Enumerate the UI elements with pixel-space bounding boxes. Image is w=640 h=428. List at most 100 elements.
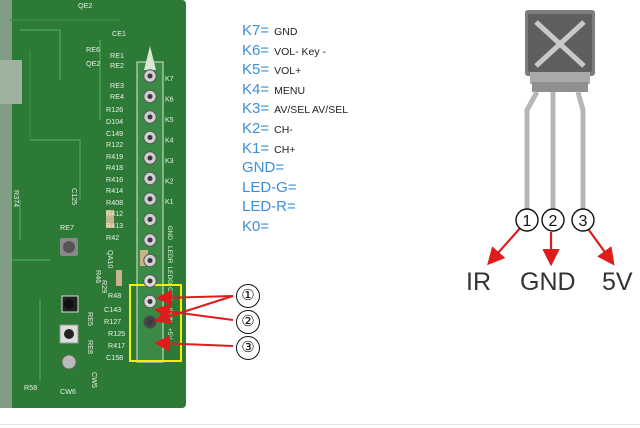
silkscreen-label: R125 (108, 329, 125, 338)
header-pad-hole (147, 176, 153, 181)
silkscreen-label: R127 (104, 317, 121, 326)
silkscreen-label: R374 (12, 190, 21, 207)
silkscreen-label: RE3 (110, 81, 124, 90)
silkscreen-label: C125 (70, 188, 79, 205)
sensor-label-5v: 5V (602, 268, 633, 296)
silkscreen-label: RE7 (60, 223, 74, 232)
sensor-label-gnd: GND (520, 268, 576, 296)
silkscreen-label: C158 (106, 353, 123, 362)
header-pin-label: K4 (165, 138, 174, 145)
header-pad-hole (147, 196, 153, 202)
header-pin-label: +5V (166, 328, 173, 340)
silkscreen-label: RE8 (86, 340, 95, 354)
pin-function: AV/SEL AV/SEL (274, 104, 349, 117)
pin-row: K4= MENU (242, 81, 402, 101)
silkscreen-label: CW5 (90, 372, 99, 388)
callout-arrow-2 (154, 303, 234, 321)
pin-row: K6= VOL- Key - (242, 42, 402, 62)
sensor-pin-circle (541, 208, 565, 232)
silkscreen-label: D104 (106, 117, 123, 126)
silkscreen-label: QA10 (106, 250, 115, 268)
pcb-board-image: QE2CE1RE6RE1RE2QE2RE3RE4R126D104C149R122… (0, 0, 186, 408)
pin-key: K0= (242, 217, 270, 235)
header-pin-label: K6 (165, 97, 174, 104)
silkscreen-label: RE4 (110, 92, 124, 101)
pin-function: VOL- Key - (274, 45, 327, 58)
pin-row: LED-R= (242, 198, 402, 218)
silkscreen-label: R418 (106, 163, 123, 172)
header-pin-label: LEDR (166, 246, 173, 264)
silkscreen-label: R414 (106, 186, 123, 195)
sensor-pin-circle (571, 208, 595, 232)
silkscreen-label: CW6 (60, 387, 76, 396)
pin-function: GND (274, 26, 298, 38)
pin-function-list: K7= GND K6= VOL- Key - K5= VOL+ K4= MENU K3= AV/S… (242, 22, 402, 238)
header-pad-hole (147, 114, 153, 120)
pin-function: VOL+ (274, 65, 302, 78)
silkscreen-label: RE1 (110, 51, 124, 60)
pin-row: K7= GND (242, 22, 402, 42)
silkscreen-label: R122 (106, 140, 123, 149)
pin-key: LED-R= (242, 198, 296, 216)
pin-row: GND= (242, 159, 402, 179)
callout-arrow-1a (154, 295, 234, 324)
silkscreen-label: R46 (94, 270, 103, 283)
silkscreen-label: R48 (108, 291, 121, 300)
header-pin-label: K3 (165, 158, 174, 165)
silkscreen-label: QE2 (78, 1, 92, 10)
callout-2: ② (236, 310, 260, 334)
pin-row: K0= (242, 218, 402, 238)
silkscreen-label: R416 (106, 175, 123, 184)
header-pad-hole (147, 299, 153, 304)
pin-function: CH- (274, 123, 293, 136)
callout-arrow-1b (156, 289, 234, 306)
header-pad-hole (147, 217, 153, 222)
silkscreen-label: C149 (106, 129, 123, 138)
silkscreen-label: QE2 (86, 59, 100, 68)
header-pin-label: K2 (165, 179, 174, 186)
pin-key: K1= (242, 139, 270, 157)
sensor-pin-number: 2 (549, 213, 558, 230)
pin-key: K4= (242, 80, 270, 98)
pin-key: K6= (242, 41, 270, 59)
header-pad-hole (147, 94, 153, 99)
sensor-pin-number: 1 (523, 213, 532, 230)
header-pin-label: LEDG (166, 267, 173, 285)
pin-key: K7= (242, 22, 270, 39)
silkscreen-label: R29 (100, 280, 109, 293)
pin-key: K3= (242, 100, 270, 118)
header-pad-hole (147, 258, 153, 263)
bottom-divider (0, 424, 640, 425)
pin-row: K2=CH- (242, 120, 402, 140)
silkscreen-label: RE6 (86, 45, 100, 54)
callout-3: ③ (236, 336, 260, 360)
header-pad-hole (147, 278, 153, 284)
pin-row: K5= VOL+ (242, 61, 402, 81)
callout-arrow-3 (154, 335, 234, 352)
pin-row: K1= CH+ (242, 140, 402, 160)
header-pin-label: K5 (165, 117, 174, 124)
pin-row: K3= AV/SEL AV/SEL (242, 100, 402, 120)
header-pin-label: GND (166, 226, 173, 241)
sensor-pin-circle (515, 208, 539, 232)
header-pad-hole (147, 319, 153, 325)
callout-1: ① (236, 284, 260, 308)
pin-function: CH+ (274, 143, 296, 156)
pin-key: LED-G= (242, 178, 297, 196)
silkscreen-label: R408 (106, 198, 123, 207)
pin-key: K5= (242, 61, 270, 79)
header-pad-hole (147, 73, 153, 79)
sensor-label-ir: IR (466, 268, 491, 296)
silkscreen-label: CE1 (112, 29, 126, 38)
silkscreen-label: R58 (24, 383, 37, 392)
header-pin-label: K1 (165, 199, 174, 206)
header-pin-label: K7 (165, 76, 174, 83)
silkscreen-label: R42 (106, 233, 119, 242)
pin-function: MENU (274, 84, 306, 97)
silkscreen-label: C143 (104, 305, 121, 314)
header-pad-hole (147, 237, 153, 243)
silkscreen-label: R417 (108, 341, 125, 350)
silkscreen-label: RE2 (110, 61, 124, 70)
